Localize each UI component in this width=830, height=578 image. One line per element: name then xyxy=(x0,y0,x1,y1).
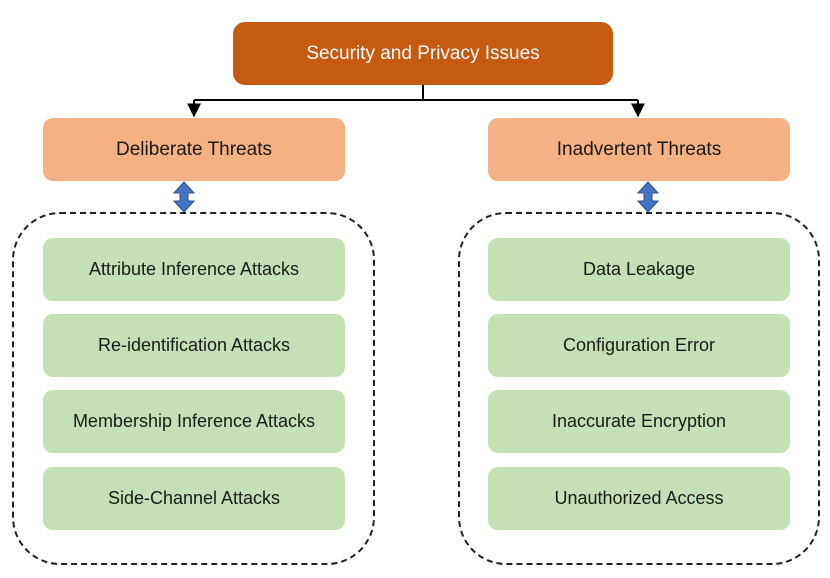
item-configuration-error: Configuration Error xyxy=(488,314,790,377)
item-label: Membership Inference Attacks xyxy=(72,411,316,431)
item-attribute-inference-attacks: Attribute Inference Attacks xyxy=(43,238,345,301)
category-inadvertent-threats: Inadvertent Threats xyxy=(488,118,790,181)
category-deliberate-threats: Deliberate Threats xyxy=(43,118,345,181)
double-arrow-left xyxy=(172,181,196,213)
root-connector xyxy=(187,85,645,118)
item-membership-inference-attacks: Membership Inference Attacks xyxy=(43,390,345,453)
root-node: Security and Privacy Issues xyxy=(233,22,613,85)
category-label: Deliberate Threats xyxy=(116,138,272,160)
double-arrow-right xyxy=(636,181,660,213)
item-label: Inaccurate Encryption xyxy=(551,411,727,431)
deliberate-threats-group xyxy=(12,212,375,565)
inadvertent-threats-group xyxy=(458,212,820,565)
root-label: Security and Privacy Issues xyxy=(306,42,540,64)
item-inaccurate-encryption: Inaccurate Encryption xyxy=(488,390,790,453)
item-label: Data Leakage xyxy=(582,259,696,279)
item-label: Configuration Error xyxy=(562,335,716,355)
item-unauthorized-access: Unauthorized Access xyxy=(488,467,790,530)
category-label: Inadvertent Threats xyxy=(556,138,722,160)
item-side-channel-attacks: Side-Channel Attacks xyxy=(43,467,345,530)
item-label: Attribute Inference Attacks xyxy=(88,259,300,279)
item-label: Unauthorized Access xyxy=(554,488,724,508)
item-re-identification-attacks: Re-identification Attacks xyxy=(43,314,345,377)
item-label: Re-identification Attacks xyxy=(97,335,291,355)
item-label: Side-Channel Attacks xyxy=(107,488,281,508)
item-data-leakage: Data Leakage xyxy=(488,238,790,301)
